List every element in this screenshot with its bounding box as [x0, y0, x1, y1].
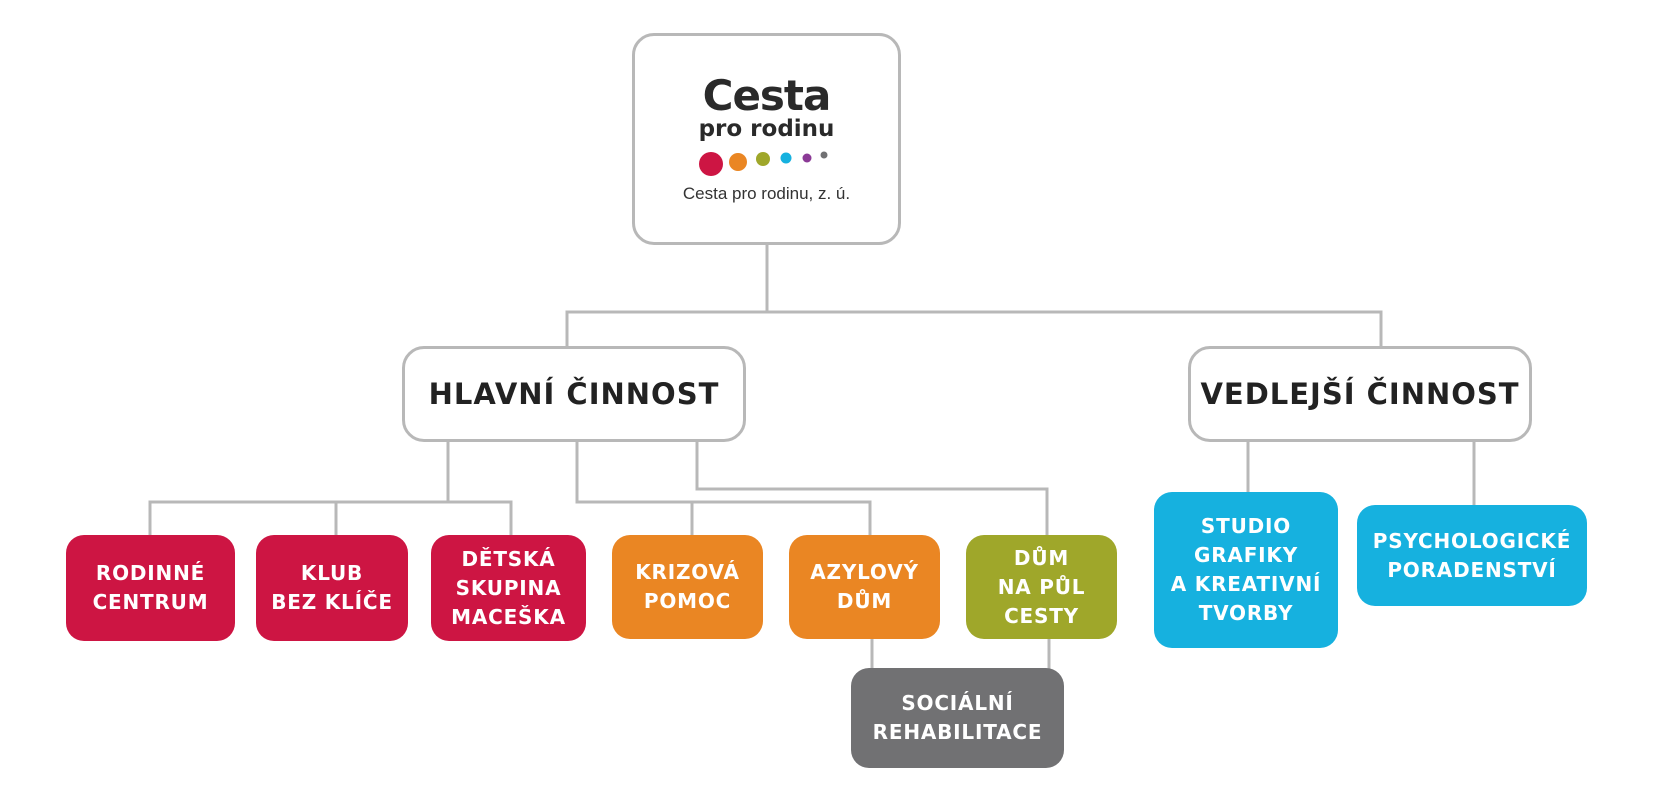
unit-label-line: GRAFIKY — [1194, 543, 1298, 567]
connector-to-rehab — [870, 637, 1051, 670]
logo-dot — [698, 152, 723, 176]
logo-dot — [802, 153, 811, 163]
unit-krizova-pomoc: KRIZOVÁ POMOC — [612, 535, 763, 639]
unit-label-line: POMOC — [643, 589, 732, 613]
logo-title: Cesta — [702, 71, 832, 120]
unit-label-line: TVORBY — [1198, 601, 1294, 625]
unit-label-line: SOCIÁLNÍ — [901, 691, 1014, 715]
unit-rodinne-centrum: RODINNÉ CENTRUM — [66, 535, 235, 641]
unit-label-line: KRIZOVÁ — [635, 560, 740, 584]
unit-azylovy-dum: AZYLOVÝ DŮM — [789, 535, 940, 639]
org-name: Cesta pro rodinu, z. ú. — [682, 184, 851, 203]
unit-label-line: DŮM — [836, 589, 893, 613]
unit-label-line: STUDIO — [1200, 514, 1292, 538]
unit-label-line: A KREATIVNÍ — [1170, 572, 1322, 596]
unit-label-line: REHABILITACE — [872, 720, 1043, 744]
unit-dum-na-pul-cesty: DŮM NA PŮL CESTY — [966, 535, 1117, 639]
connector-main-to-halfway — [695, 440, 1049, 537]
unit-studio-grafiky: STUDIO GRAFIKY A KREATIVNÍ TVORBY — [1154, 492, 1338, 648]
logo-subtitle: pro rodinu — [698, 116, 835, 142]
connector-side-to-units — [1246, 440, 1476, 507]
connector-main-to-group2 — [575, 440, 872, 537]
side-activity-node: VEDLEJŠÍ ČINNOST — [1188, 346, 1532, 442]
logo-dots-icon — [698, 151, 827, 176]
unit-label-line: MACEŠKA — [451, 604, 566, 629]
connector-main-to-group1 — [148, 440, 513, 537]
unit-label-line: AZYLOVÝ — [810, 560, 919, 584]
logo-dot — [755, 152, 770, 166]
logo-dot — [728, 153, 747, 171]
logo-dot — [820, 151, 827, 159]
unit-socialni-rehabilitace: SOCIÁLNÍ REHABILITACE — [851, 668, 1064, 768]
org-root-node: Cesta pro rodinu Cesta pro rodinu, z. ú. — [632, 33, 901, 245]
unit-label-line: NA PŮL — [997, 574, 1086, 599]
organization-logo: Cesta pro rodinu — [697, 74, 837, 176]
main-activity-node: HLAVNÍ ČINNOST — [402, 346, 746, 442]
logo-dot — [780, 152, 791, 164]
unit-label-line: CESTY — [1004, 603, 1079, 628]
unit-detska-skupina: DĚTSKÁ SKUPINA MACEŠKA — [431, 535, 586, 641]
unit-psychologicke-poradenstvi: PSYCHOLOGICKÉ PORADENSTVÍ — [1357, 505, 1587, 606]
unit-label-line: DĚTSKÁ — [461, 546, 556, 571]
unit-label-line: SKUPINA — [455, 575, 562, 600]
unit-label-line: PSYCHOLOGICKÉ — [1372, 528, 1572, 553]
main-activity-label: HLAVNÍ ČINNOST — [428, 377, 720, 411]
unit-label-line: DŮM — [1013, 545, 1070, 570]
unit-label-line: CENTRUM — [92, 590, 209, 614]
unit-label-line: RODINNÉ — [95, 561, 206, 585]
unit-label-line: BEZ KLÍČE — [271, 590, 393, 614]
unit-klub-bez-klice: KLUB BEZ KLÍČE — [256, 535, 408, 641]
side-activity-label: VEDLEJŠÍ ČINNOST — [1200, 377, 1520, 411]
unit-label-line: PORADENSTVÍ — [1387, 557, 1557, 582]
unit-label-line: KLUB — [300, 561, 364, 585]
connector-root-to-branches — [565, 243, 1383, 348]
